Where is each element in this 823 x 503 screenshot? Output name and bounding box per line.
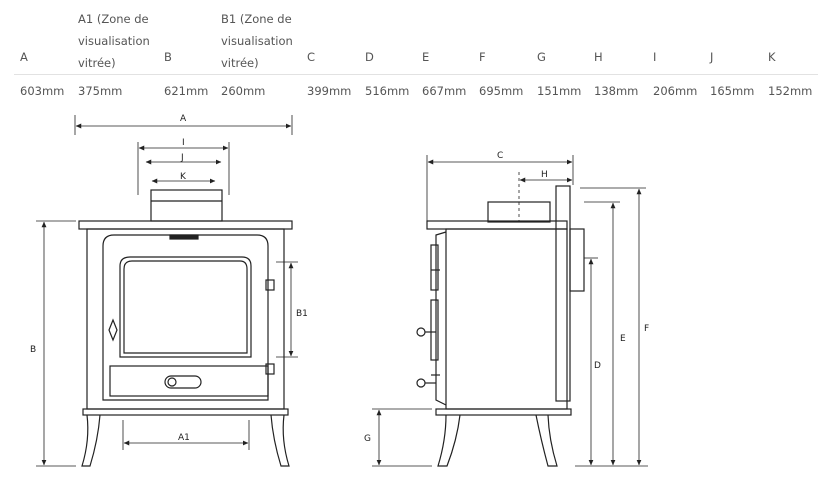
side-view — [416, 185, 585, 467]
header-g: G — [537, 50, 546, 64]
value-c: 399mm — [307, 84, 352, 98]
front-dimension-labels: A I J K B B1 A1 — [30, 114, 308, 443]
header-h: H — [594, 50, 603, 64]
value-i: 206mm — [653, 84, 698, 98]
header-k: K — [768, 50, 776, 64]
front-dimensions — [36, 115, 298, 467]
header-j: J — [710, 50, 714, 64]
value-b1: 260mm — [221, 84, 266, 98]
header-a: A — [20, 50, 28, 64]
label-i: I — [182, 138, 185, 148]
header-i: I — [653, 50, 657, 64]
label-j: J — [180, 153, 184, 163]
label-k: K — [180, 172, 187, 182]
label-a: A — [180, 114, 187, 124]
value-a: 603mm — [20, 84, 65, 98]
label-g: G — [364, 434, 371, 444]
value-b: 621mm — [164, 84, 209, 98]
header-b1: B1 (Zone de visualisation vitrée) — [221, 12, 293, 70]
header-b: B — [164, 50, 172, 64]
label-b: B — [30, 345, 36, 355]
value-a1: 375mm — [78, 84, 123, 98]
header-c: C — [307, 50, 316, 64]
label-c: C — [497, 151, 503, 161]
header-e: E — [422, 50, 430, 64]
label-b1: B1 — [296, 309, 308, 319]
header-a1: A1 (Zone de visualisation vitrée) — [78, 12, 150, 70]
table-divider — [14, 74, 818, 75]
label-e: E — [620, 334, 626, 344]
side-dimension-labels: C H E F D G — [364, 151, 649, 444]
value-h: 138mm — [594, 84, 639, 98]
label-d: D — [594, 361, 601, 371]
value-e: 667mm — [422, 84, 467, 98]
value-g: 151mm — [537, 84, 582, 98]
label-h: H — [541, 170, 548, 180]
label-a1: A1 — [178, 433, 190, 443]
label-f: F — [644, 324, 649, 334]
header-f: F — [479, 50, 486, 64]
value-f: 695mm — [479, 84, 524, 98]
value-d: 516mm — [365, 84, 410, 98]
front-view — [78, 189, 293, 467]
side-dimensions — [372, 155, 648, 467]
value-j: 165mm — [710, 84, 755, 98]
value-k: 152mm — [768, 84, 813, 98]
header-d: D — [365, 50, 374, 64]
